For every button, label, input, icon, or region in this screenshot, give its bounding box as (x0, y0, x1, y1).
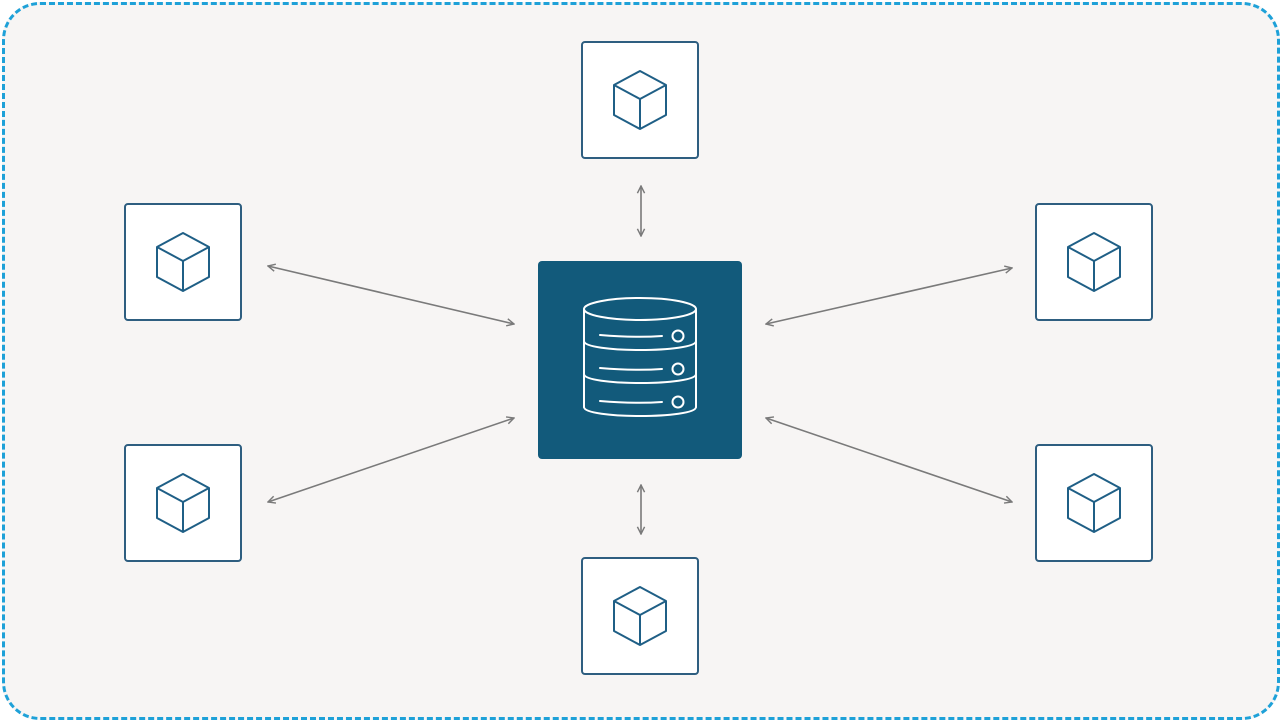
cube-icon (613, 586, 667, 646)
database-hub[interactable] (538, 261, 742, 459)
node-right-upper[interactable] (1035, 203, 1153, 321)
cube-icon (613, 70, 667, 130)
cube-icon (156, 473, 210, 533)
cube-icon (1067, 232, 1121, 292)
node-top[interactable] (581, 41, 699, 159)
database-server-icon (583, 297, 697, 417)
node-left-upper[interactable] (124, 203, 242, 321)
node-right-lower[interactable] (1035, 444, 1153, 562)
node-bottom[interactable] (581, 557, 699, 675)
cube-icon (1067, 473, 1121, 533)
cube-icon (156, 232, 210, 292)
node-left-lower[interactable] (124, 444, 242, 562)
